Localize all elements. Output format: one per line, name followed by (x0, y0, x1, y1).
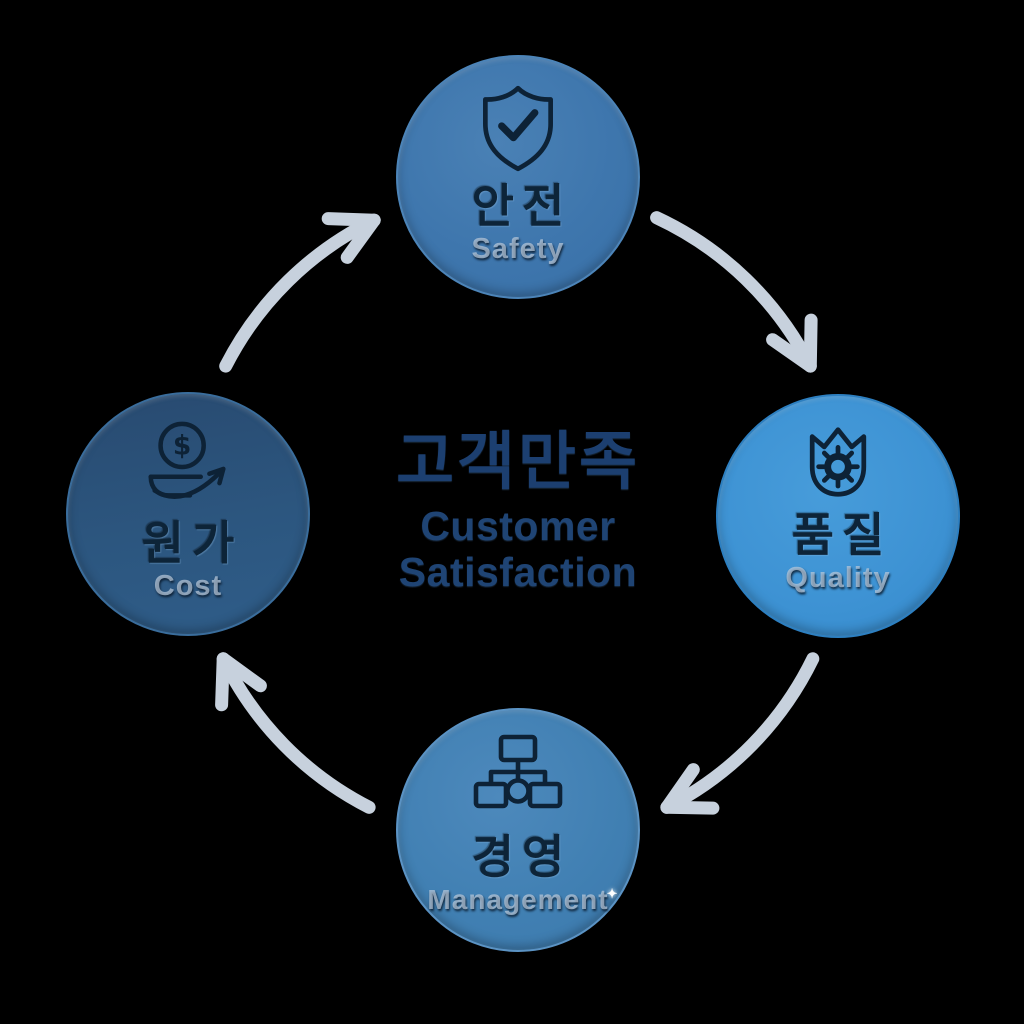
coin-dollar-arrow-icon: $ (139, 418, 237, 516)
node-quality: 품질 Quality (716, 394, 960, 638)
node-cost: $ 원가 Cost (66, 392, 310, 636)
center-title-english-line2: Satisfaction (398, 548, 638, 595)
node-management-label-english-text: Management (427, 883, 609, 915)
quality-badge-gear-icon (795, 422, 881, 508)
center-title-english-line1: Customer (420, 503, 616, 550)
node-safety: 안전 Safety (396, 55, 640, 299)
node-cost-label-korean: 원가 (141, 517, 243, 569)
node-quality-label-english: Quality (785, 561, 891, 594)
center-title-korean: 고객만족 (396, 427, 640, 497)
arrow-quality-to-management (660, 652, 820, 815)
arrow-cost-to-safety (219, 212, 381, 373)
node-management-label-english: Management ✦ (427, 883, 617, 916)
node-safety-label-english: Safety (471, 232, 565, 265)
node-management-label-korean: 경영 (471, 831, 573, 883)
node-safety-label-korean: 안전 (471, 180, 573, 232)
sparkle-icon: ✦ (606, 885, 619, 901)
center-title: 고객만족 Customer Satisfaction (318, 428, 718, 596)
arrow-management-to-cost (215, 652, 376, 814)
shield-check-icon (467, 77, 569, 179)
arrow-safety-to-quality (650, 211, 818, 373)
node-quality-label-korean: 품질 (791, 509, 893, 561)
svg-text:$: $ (173, 430, 191, 461)
node-cost-label-english: Cost (153, 569, 223, 602)
org-chart-icon (468, 730, 568, 830)
node-management: 경영 Management ✦ (396, 708, 640, 952)
